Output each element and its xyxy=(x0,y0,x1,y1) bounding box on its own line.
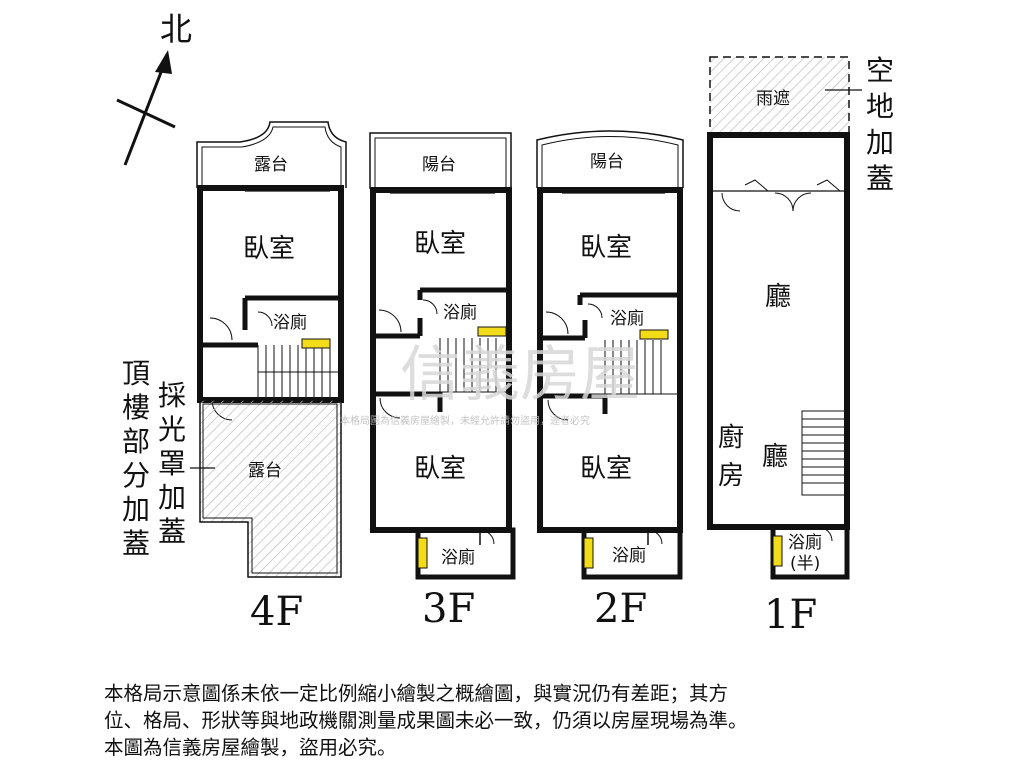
balcony-outline xyxy=(536,130,684,188)
svg-text:加: 加 xyxy=(122,493,150,526)
stairs-4f xyxy=(257,345,341,398)
watermark-brand: 信義房屋 xyxy=(400,340,640,410)
floor-label-1f: 1F xyxy=(764,592,817,638)
svg-text:蓋: 蓋 xyxy=(866,162,894,195)
bath-mid-label: 浴廁 xyxy=(443,302,477,323)
floor-1f: 雨遮 廳 廚 房 廳 浴廁 (半) 1F xyxy=(707,56,850,638)
balcony-label: 陽台 xyxy=(590,152,624,172)
window xyxy=(639,329,669,340)
terrace-top-label: 露台 xyxy=(254,155,288,175)
half-bath-label: 浴廁 xyxy=(788,532,822,553)
svg-text:罩: 罩 xyxy=(158,447,186,480)
floor-2f: 陽台 臥室 浴廁 臥室 浴廁 2F xyxy=(536,130,684,632)
living-label: 廳 xyxy=(765,282,791,312)
window xyxy=(583,537,594,569)
watermark-notice: 本格局圖為信義房屋繪製，未經允許請勿盜用，違者必究 xyxy=(340,414,590,427)
note-rooftop: 頂 樓 部 分 加 蓋 xyxy=(122,357,150,560)
svg-text:樓: 樓 xyxy=(122,391,150,424)
floor-4f: 露台 臥室 浴廁 露台 4F xyxy=(196,121,347,635)
compass: 北 xyxy=(116,10,192,166)
floor-label-3f: 3F xyxy=(422,586,475,632)
svg-text:部: 部 xyxy=(122,425,150,458)
bedroom-label: 臥室 xyxy=(243,234,295,264)
note-vacant-land: 空 地 加 蓋 xyxy=(825,54,894,195)
bedroom-back-label: 臥室 xyxy=(580,454,632,484)
bath-label: 浴廁 xyxy=(273,312,307,333)
window xyxy=(417,537,428,569)
svg-text:加: 加 xyxy=(866,126,894,159)
disclaimer-line-1: 本格局示意圖係未依一定比例縮小繪製之概繪圖，與實況仍有差距；其方 xyxy=(104,682,729,705)
canopy xyxy=(709,56,850,136)
bedroom-back-label: 臥室 xyxy=(414,454,466,484)
svg-text:加: 加 xyxy=(158,481,186,514)
svg-text:地: 地 xyxy=(866,90,894,123)
window xyxy=(301,338,331,349)
note-skylight: 採 光 罩 加 蓋 xyxy=(158,379,215,548)
window xyxy=(772,535,783,567)
floor-3f: 陽台 臥室 浴廁 臥室 浴廁 3F xyxy=(369,132,516,632)
svg-text:空: 空 xyxy=(866,54,894,87)
compass-north-label: 北 xyxy=(160,10,192,48)
stairs-3f xyxy=(439,338,509,393)
canopy-label: 雨遮 xyxy=(756,89,790,109)
disclaimer-line-2: 位、格局、形狀等與地政機關測量成果圖未必一致，仍須以房屋現場為準。 xyxy=(104,709,748,732)
watermark: 信義房屋 本格局圖為信義房屋繪製，未經允許請勿盜用，違者必究 xyxy=(340,340,640,427)
bath-back-label: 浴廁 xyxy=(612,545,646,566)
svg-text:光: 光 xyxy=(158,413,186,446)
bedroom-front-label: 臥室 xyxy=(580,233,632,263)
bedroom-front-label: 臥室 xyxy=(414,229,466,259)
disclaimer-line-3: 本圖為信義房屋繪製，盜用必究。 xyxy=(104,736,397,759)
svg-text:蓋: 蓋 xyxy=(122,527,150,560)
svg-text:分: 分 xyxy=(122,459,150,492)
terrace-bottom-label: 露台 xyxy=(248,461,282,481)
terrace-bottom xyxy=(199,399,342,578)
floor-label-4f: 4F xyxy=(250,589,303,635)
bedroom-walls xyxy=(197,185,344,403)
window xyxy=(477,326,507,337)
floor-label-2f: 2F xyxy=(594,586,647,632)
bath-back-label: 浴廁 xyxy=(441,547,475,568)
half-bath-note: (半) xyxy=(790,554,820,574)
balcony-label: 陽台 xyxy=(422,155,456,175)
stairs-1f xyxy=(801,410,848,496)
svg-text:頂: 頂 xyxy=(122,357,150,390)
terrace-top-outline xyxy=(196,121,347,188)
kitchen-label-1: 廚 xyxy=(718,423,744,453)
dining-label: 廳 xyxy=(762,442,788,472)
svg-text:蓋: 蓋 xyxy=(158,515,186,548)
kitchen-label-2: 房 xyxy=(718,461,744,491)
stairs-2f xyxy=(604,340,680,395)
disclaimer: 本格局示意圖係未依一定比例縮小繪製之概繪圖，與實況仍有差距；其方 位、格局、形狀… xyxy=(104,680,964,761)
bath-mid-label: 浴廁 xyxy=(610,308,644,329)
svg-text:採: 採 xyxy=(158,379,186,412)
